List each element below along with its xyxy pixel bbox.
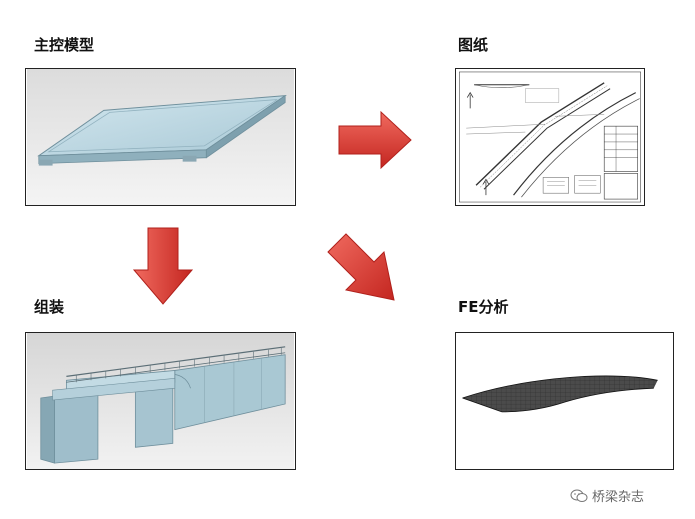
label-drawings: 图纸 xyxy=(458,36,489,54)
wechat-icon xyxy=(570,489,588,502)
panel-master-model xyxy=(25,68,296,206)
watermark: 桥梁杂志 xyxy=(570,486,644,505)
panel-fe-analysis xyxy=(455,332,674,470)
fe-analysis-image xyxy=(456,333,673,469)
arrow-right xyxy=(338,110,412,170)
panel-assembly xyxy=(25,332,296,470)
label-fe-analysis: FE分析 xyxy=(458,298,509,316)
panel-drawings xyxy=(455,68,645,206)
label-assembly: 组装 xyxy=(34,298,65,316)
drawings-image xyxy=(456,69,644,205)
arrow-diagonal xyxy=(327,233,395,301)
watermark-text: 桥梁杂志 xyxy=(592,490,645,505)
assembly-image xyxy=(26,333,295,469)
label-master-model: 主控模型 xyxy=(34,36,95,54)
master-model-image xyxy=(26,69,295,205)
arrow-down xyxy=(132,227,194,305)
